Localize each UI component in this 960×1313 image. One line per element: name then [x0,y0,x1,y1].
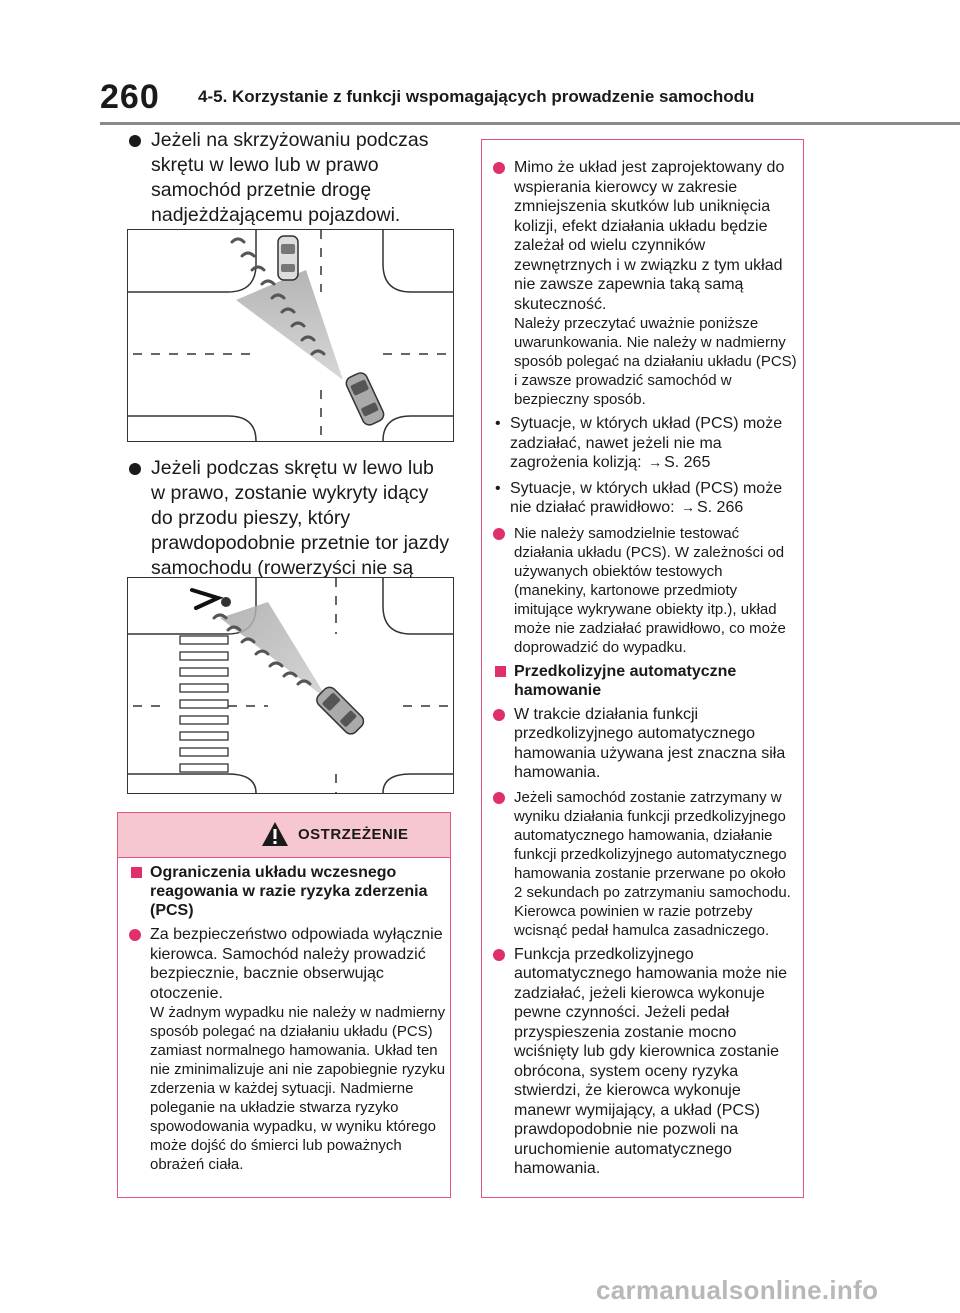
bullet-dot-icon [129,135,141,147]
watermark: carmanualsonline.info [596,1275,879,1305]
pink-bullet-icon [493,162,505,174]
page-header: 260 4-5. Korzystanie z funkcji wspomagaj… [0,0,960,140]
warning-paragraph: Za bezpieczeństwo odpowiada wyłącznie ki… [128,925,446,1174]
right-info-box: Mimo że układ jest zaprojektowany do wsp… [481,139,804,1198]
right-dash-item-1: • Sytuacje, w których układ (PCS) może z… [495,415,783,471]
right-paragraph-1: Mimo że układ jest zaprojektowany do wsp… [492,158,797,409]
square-bullet-icon [495,665,506,677]
arrow-right-icon: → [680,499,695,515]
right-sub-paragraph: Należy przeczytać uważnie poniższe uwaru… [514,315,797,408]
page-reference-link[interactable]: S. 265 [664,454,711,471]
warning-sub-paragraph: W żadnym wypadku nie należy w nadmierny … [150,1004,446,1173]
chapter-title: 4-5. Korzystanie z funkcji wspomagającyc… [198,87,755,106]
warning-header: OSTRZEŻENIE [118,813,450,858]
pink-bullet-icon [129,929,141,941]
right-paragraph-4: Jeżeli samochód zostanie zatrzymany w wy… [492,788,797,940]
warning-heading: Ograniczenia układu wczesnego reagowania… [128,863,446,920]
intersection-figure-vehicle [127,229,454,442]
pink-bullet-icon [493,527,505,540]
right-paragraph-2: Nie należy samodzielnie testować działan… [492,524,797,657]
right-dash-item-2: • Sytuacje, w których układ (PCS) może n… [495,479,783,517]
left-bullet-1: Jeżeli na skrzyżowaniu podczas skrętu w … [127,128,452,228]
left-bullet-2: Jeżeli podczas skrętu w lewo lub w prawo… [127,456,452,606]
right-paragraph-3: W trakcie działania funkcji przedkolizyj… [492,705,797,783]
bullet-text: Jeżeli podczas skrętu w lewo lub w prawo… [151,457,450,604]
warning-triangle-icon [262,822,288,846]
page-reference-link[interactable]: S. 266 [696,499,744,516]
header-rule [100,122,960,125]
pink-bullet-icon [493,948,505,961]
warning-box: OSTRZEŻENIE Ograniczenia układu wczesneg… [117,812,451,1198]
right-paragraph-5: Funkcja przedkolizyjnego automatycznego … [492,945,797,1179]
intersection-figure-pedestrian [127,577,454,794]
bullet-text: Jeżeli na skrzyżowaniu podczas skrętu w … [151,129,429,226]
square-bullet-icon [131,867,142,878]
pink-bullet-icon [493,791,505,804]
bullet-dot-icon [129,463,141,475]
page-number: 260 [100,78,160,116]
arrow-right-icon: → [648,454,663,470]
pink-bullet-icon [493,708,505,721]
right-heading: Przedkolizyjne automatyczne hamowanie [492,662,797,700]
warning-title: OSTRZEŻENIE [298,826,409,843]
